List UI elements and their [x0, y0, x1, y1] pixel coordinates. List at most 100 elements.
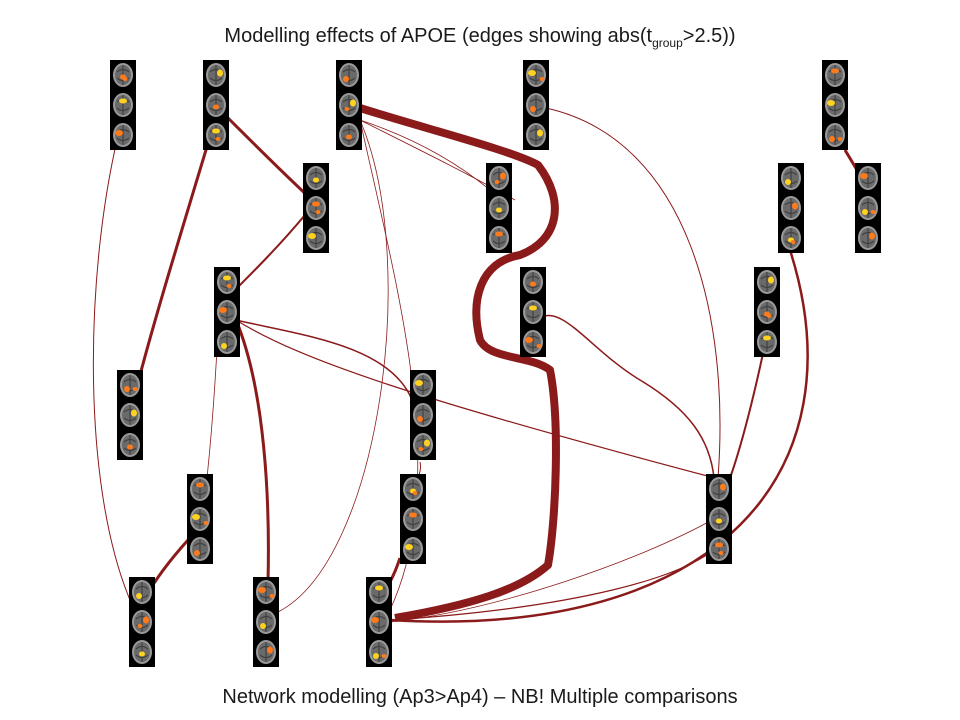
brain-slice-icon: [522, 299, 544, 325]
brain-slice-icon: [402, 536, 424, 562]
activation-blob: [212, 128, 220, 134]
activation-blob: [529, 305, 537, 311]
activation-blob: [258, 587, 266, 593]
activation-blob: [136, 593, 142, 599]
brain-slice-icon: [368, 579, 390, 605]
activation-blob: [495, 231, 503, 237]
activation-blob: [350, 99, 356, 107]
network-edge: [389, 249, 809, 623]
activation-blob: [792, 202, 798, 210]
activation-blob: [860, 173, 868, 179]
activation-blob: [260, 623, 266, 629]
activation-blob: [418, 447, 424, 451]
brain-slice-node: [855, 163, 881, 253]
activation-blob: [837, 137, 843, 141]
brain-slice-icon: [412, 432, 434, 458]
brain-slice-node: [117, 370, 143, 460]
brain-slice-node: [706, 474, 732, 564]
brain-slice-icon: [338, 62, 360, 88]
brain-slice-icon: [305, 225, 327, 251]
activation-blob: [831, 68, 839, 74]
activation-blob: [424, 439, 430, 447]
brain-slice-icon: [780, 195, 802, 221]
brain-slice-icon: [189, 476, 211, 502]
brain-slice-icon: [119, 372, 141, 398]
activation-blob: [267, 646, 273, 654]
activation-blob: [192, 514, 200, 520]
brain-slice-node: [520, 267, 546, 357]
activation-blob: [409, 512, 417, 518]
brain-slice-node: [486, 163, 512, 253]
network-edge: [92, 119, 131, 601]
activation-blob: [766, 314, 772, 318]
brain-slice-icon: [305, 195, 327, 221]
brain-slice-icon: [112, 122, 134, 148]
brain-slice-icon: [756, 329, 778, 355]
brain-slice-icon: [216, 269, 238, 295]
brain-slice-icon: [824, 62, 846, 88]
brain-slice-icon: [857, 225, 879, 251]
brain-slice-node: [214, 267, 240, 357]
activation-blob: [196, 482, 204, 488]
activation-blob: [346, 134, 352, 140]
brain-slice-icon: [525, 122, 547, 148]
brain-slice-icon: [522, 329, 544, 355]
network-edge-strongest: [358, 104, 560, 622]
activation-blob: [763, 335, 771, 341]
activation-blob: [417, 416, 423, 422]
network-edge: [138, 119, 217, 376]
activation-blob: [790, 240, 796, 244]
activation-blob: [827, 100, 835, 106]
activation-blob: [131, 409, 137, 417]
network-edge: [235, 319, 716, 479]
brain-slice-icon: [857, 195, 879, 221]
brain-slice-node: [400, 474, 426, 564]
brain-slice-node: [187, 474, 213, 564]
activation-blob: [539, 77, 545, 81]
activation-blob: [530, 106, 536, 112]
brain-slice-node: [336, 60, 362, 150]
brain-slice-node: [253, 577, 279, 667]
activation-blob: [221, 343, 227, 349]
brain-slice-icon: [824, 92, 846, 118]
brain-slice-icon: [525, 92, 547, 118]
brain-slice-icon: [255, 579, 277, 605]
brain-slice-icon: [488, 165, 510, 191]
slide-title: Modelling effects of APOE (edges showing…: [0, 22, 960, 50]
network-edge: [223, 113, 312, 200]
brain-slice-icon: [708, 536, 730, 562]
brain-slice-node: [129, 577, 155, 667]
brain-slice-icon: [780, 165, 802, 191]
activation-blob: [525, 337, 533, 343]
brain-slice-icon: [857, 165, 879, 191]
network-edge: [545, 107, 721, 479]
brain-slice-icon: [708, 476, 730, 502]
brain-slice-icon: [205, 122, 227, 148]
brain-slice-icon: [216, 329, 238, 355]
brain-slice-icon: [189, 536, 211, 562]
activation-blob: [217, 69, 223, 77]
activation-blob: [870, 210, 876, 214]
brain-slice-node: [203, 60, 229, 150]
network-edge: [235, 319, 413, 401]
activation-blob: [122, 77, 128, 81]
activation-blob: [718, 551, 724, 555]
activation-blob: [137, 624, 143, 628]
activation-blob: [381, 654, 387, 658]
activation-blob: [223, 275, 231, 281]
brain-slice-icon: [338, 92, 360, 118]
brain-slice-icon: [131, 579, 153, 605]
brain-slice-icon: [402, 506, 424, 532]
activation-blob: [371, 617, 379, 623]
activation-blob: [415, 380, 423, 386]
brain-slice-icon: [368, 639, 390, 665]
activation-blob: [194, 550, 200, 556]
brain-slice-icon: [756, 269, 778, 295]
brain-slice-icon: [255, 609, 277, 635]
activation-blob: [308, 233, 316, 239]
activation-blob: [127, 444, 133, 450]
activation-blob: [528, 70, 536, 76]
activation-blob: [375, 585, 383, 591]
network-edge: [234, 214, 306, 291]
